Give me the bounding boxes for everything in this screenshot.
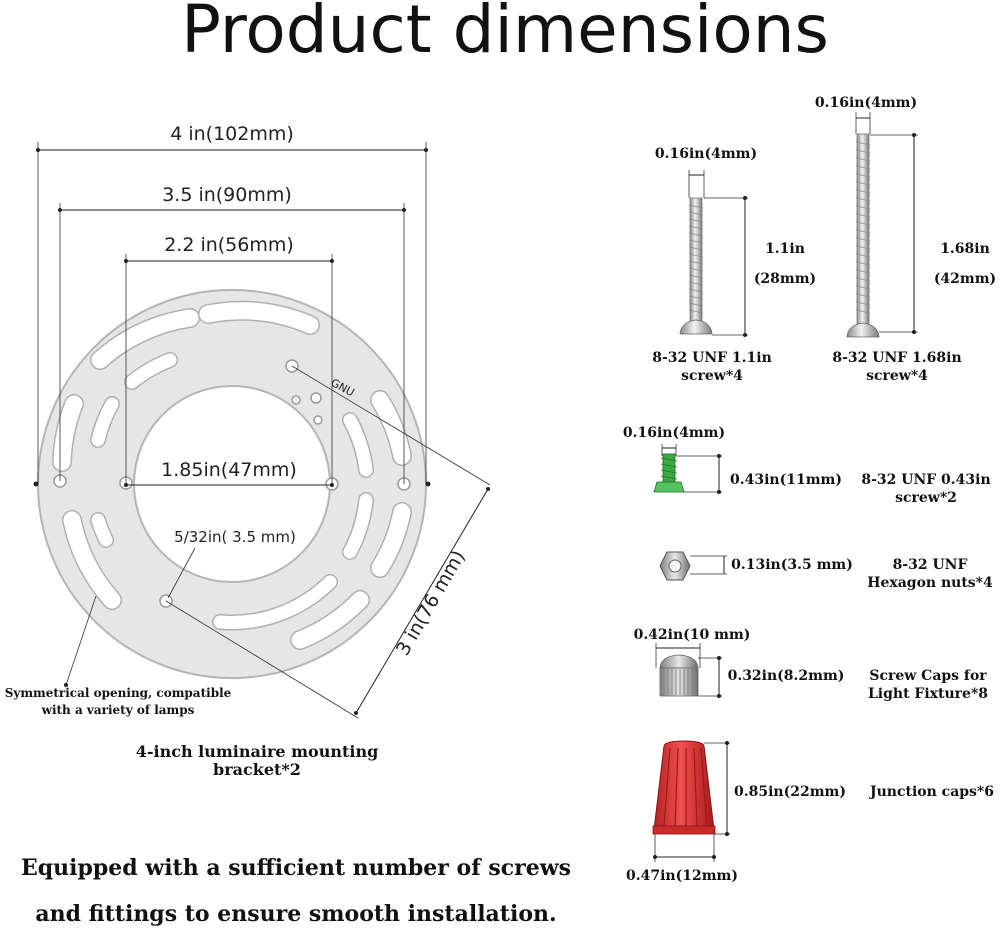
screw-green-dimensions: [661, 444, 722, 494]
screw-green-width: 0.16in(4mm): [623, 425, 725, 441]
dim-slot-diameter: 3.5 in(90mm): [162, 184, 292, 206]
hex-nut-dimensions: [690, 555, 727, 575]
screw-green-name-2: screw*2: [895, 490, 957, 506]
bracket-name-line-1: 4-inch luminaire mounting: [136, 742, 379, 761]
callout-line-1: Symmetrical opening, compatible: [5, 686, 232, 700]
junction-cap-width: 0.47in(12mm): [626, 868, 738, 884]
callout-line-2: with a variety of lamps: [41, 703, 195, 717]
dim-small-hole: 5/32in( 3.5 mm): [174, 528, 296, 546]
dim-center-hole: 1.85in(47mm): [161, 459, 297, 481]
screw-cap-name-2: Light Fixture*8: [868, 686, 988, 702]
screw-short-head: [679, 319, 713, 335]
screw-short-length-mm: (28mm): [754, 271, 816, 287]
screw-short: [679, 197, 713, 335]
screw-cap-name-1: Screw Caps for: [869, 668, 987, 684]
junction-cap-name: Junction caps*6: [868, 784, 994, 800]
screw-cap-height: 0.32in(8.2mm): [728, 668, 845, 684]
screw-cap-width: 0.42in(10 mm): [634, 627, 751, 643]
screw-long-name-2: screw*4: [866, 368, 928, 384]
mounting-bracket: GNU: [36, 289, 428, 679]
footer-line-2: and fittings to ensure smooth installati…: [35, 901, 556, 927]
screw-cap: [659, 654, 699, 697]
dim-inner-holes: 2.2 in(56mm): [164, 234, 294, 256]
junction-cap-dimensions: [653, 741, 730, 862]
screw-short-length-in: 1.1in: [765, 241, 805, 257]
screw-short-name-2: screw*4: [681, 368, 743, 384]
screw-short-width: 0.16in(4mm): [655, 146, 757, 162]
screw-long-width: 0.16in(4mm): [815, 95, 917, 111]
screw-long-length-mm: (42mm): [934, 271, 996, 287]
screw-green: [653, 453, 685, 493]
screw-long-length-in: 1.68in: [940, 241, 990, 257]
dim-outer-diameter: 4 in(102mm): [170, 123, 294, 145]
footer-line-1: Equipped with a sufficient number of scr…: [21, 855, 571, 881]
junction-cap: [652, 740, 716, 835]
bracket-dimension-lines: [33, 142, 491, 719]
bracket-outer-slots: [52, 300, 412, 650]
screw-long: [846, 133, 880, 338]
junction-cap-height: 0.85in(22mm): [734, 784, 846, 800]
screw-cap-dimensions: [655, 643, 722, 698]
screw-short-dimensions: [688, 170, 748, 337]
screw-green-height: 0.43in(11mm): [730, 472, 842, 488]
screw-green-name-1: 8-32 UNF 0.43in: [861, 472, 990, 488]
hex-nut: [659, 551, 691, 581]
hex-nut-height: 0.13in(3.5 mm): [731, 557, 853, 573]
hex-nut-name-1: 8-32 UNF: [893, 557, 968, 573]
bracket-inner-slots: [90, 352, 374, 631]
screw-long-head: [846, 322, 880, 338]
page-title: Product dimensions: [181, 0, 829, 68]
hex-nut-name-2: Hexagon nuts*4: [867, 575, 993, 591]
screw-long-dimensions: [855, 112, 918, 334]
screw-short-name-1: 8-32 UNF 1.1in: [652, 350, 772, 366]
screw-long-name-1: 8-32 UNF 1.68in: [832, 350, 961, 366]
bracket-name-line-2: bracket*2: [213, 760, 301, 779]
